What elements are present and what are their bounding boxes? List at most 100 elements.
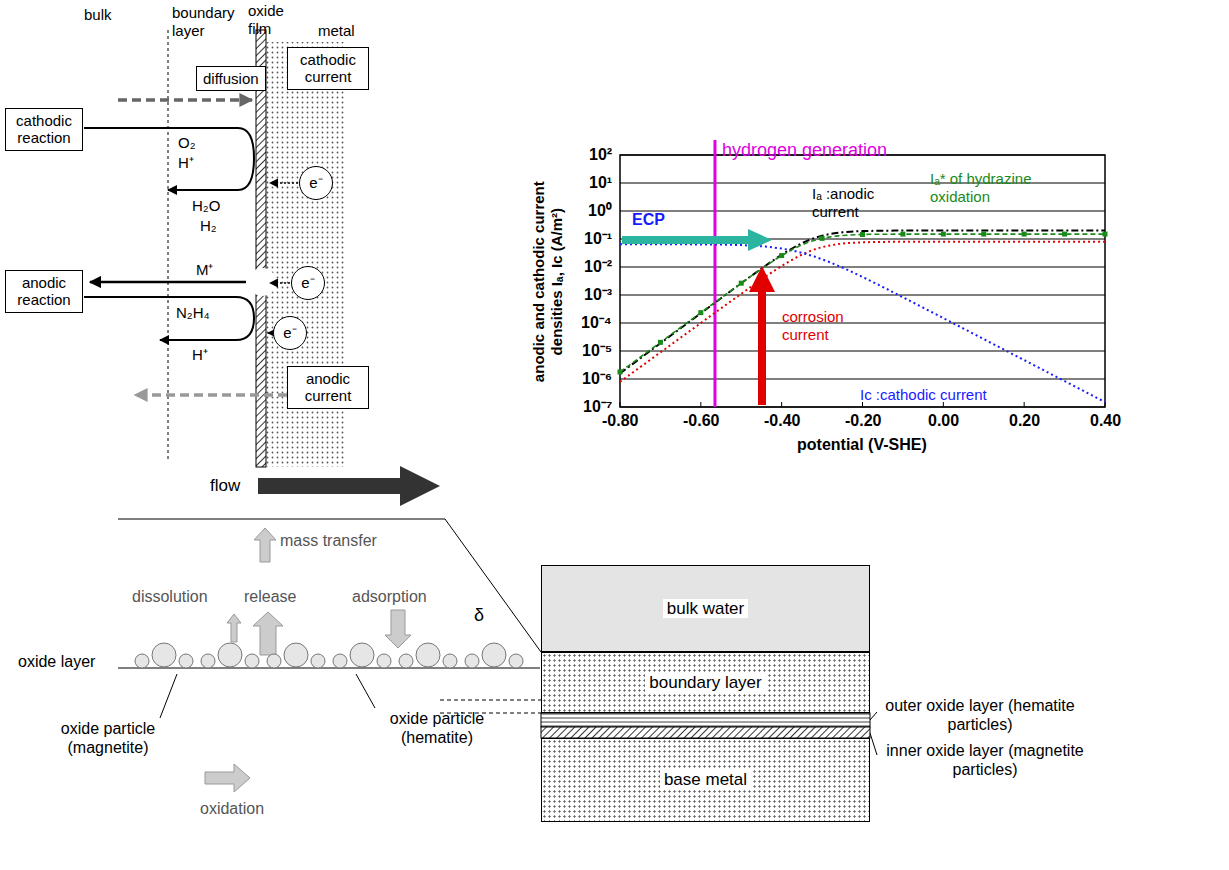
node-text: anodic current [305,370,352,404]
drawing-rect [779,253,784,258]
text-label: Iₐ :anodic current [812,185,910,220]
drawing-path [620,234,1105,372]
axis-tick-label: 10⁻³ [584,286,612,305]
drawing-rect [860,232,865,237]
drawing-circle [399,654,413,668]
layer-band: bulk water [541,565,870,652]
text-label: oxide particle (hematite) [362,710,512,748]
drawing-polygon [227,614,241,642]
drawing-line [713,140,716,407]
drawing-rect [1103,232,1108,237]
node-text: cathodic current [300,51,356,85]
drawing-rect [256,30,266,467]
drawing-circle [245,654,259,668]
drawing-circle [416,643,440,667]
text-label: bulk [84,6,112,24]
label-box: anodic current [287,366,369,409]
drawing-line [620,211,1105,212]
text-label: corrosion current [782,308,872,343]
drawing-rect [981,232,986,237]
axis-tick-label: -0.80 [602,412,638,431]
drawing-path [84,128,254,190]
text-label: Ic :cathodic current [860,386,987,404]
drawing-rect [739,281,744,286]
drawing-line [118,98,252,102]
drawing-line [620,295,1105,296]
axis-tick-label: potential (V-SHE) [797,436,927,455]
axis-tick-label: -0.20 [845,412,881,431]
text-label: oxide film [248,2,300,37]
drawing-rect [618,370,623,375]
drawing-rect [541,713,870,727]
text-label: adsorption [352,588,427,607]
drawing-line [440,700,541,701]
drawing-circle [284,643,308,667]
text-label: ECP [632,211,665,230]
electron-circle: e⁻ [291,266,325,300]
drawing-circle [465,654,479,668]
axis-tick-label: 10¹ [589,174,612,193]
drawing-polygon [253,612,283,655]
drawing-circle [443,654,457,668]
drawing-line [356,674,375,708]
drawing-line [620,183,1105,184]
text-label: metal [318,22,355,40]
drawing-polygon [258,466,440,506]
axis-tick-label: 10⁻⁶ [582,370,612,389]
node-text: diffusion [203,70,259,87]
text-label: O₂ [178,134,196,152]
drawing-path [620,231,1105,374]
drawing-polygon [385,610,411,648]
text-label: oxidation [200,800,264,819]
axis-tick-label: 10⁻² [584,258,612,277]
drawing-g [135,140,1108,792]
drawing-line [620,379,1105,380]
drawing-circle [377,654,391,668]
axis-tick-label: 10² [589,146,612,165]
drawing-path [620,242,1105,382]
drawing-line [270,182,298,183]
drawing-circle [248,268,276,296]
drawing-circle [267,654,281,668]
drawing-line [168,30,169,462]
text-label: anodic and cathodic current densities Iₐ… [530,152,565,412]
text-label: release [244,588,296,607]
axis-tick-label: 10⁰ [588,202,612,221]
axis-tick-label: -0.60 [683,412,719,431]
drawing-line [90,281,246,284]
text-label: H⁺ [192,346,208,364]
axis-tick-label: 0.20 [1009,412,1040,431]
drawing-polygon [254,528,276,562]
axis-tick-label: 10⁻⁴ [581,314,612,333]
node-text: e⁻ [283,324,296,341]
text-label: H₂O [192,197,220,215]
drawing-circle [201,654,215,668]
drawing-line [781,402,782,407]
text-label: flow [210,476,240,496]
text-label: inner oxide layer (magnetite particles) [880,742,1090,780]
drawing-rect [620,155,1105,407]
drawing-circle [135,654,149,668]
axis-tick-label: 10⁻¹ [584,230,612,249]
text-label: M⁺ [196,261,214,279]
drawing-rect [1022,232,1027,237]
drawing-rect [900,232,905,237]
drawing-line [118,667,540,668]
text-label: H₂ [200,217,217,235]
drawing-polyline [118,519,541,652]
drawing-line [1024,402,1025,407]
drawing-rect [1062,232,1067,237]
text-label: H⁺ [178,154,194,172]
label-box: cathodic current [287,47,369,90]
electron-circle: e⁻ [299,166,333,200]
axis-tick-label: 10⁻⁵ [582,342,612,361]
node-text: e⁻ [301,274,314,291]
node-text: cathodic reaction [16,112,72,146]
layer-band: boundary layer [541,652,870,713]
drawing-rect [941,232,946,237]
node-text: e⁻ [309,174,322,191]
label-box: anodic reaction [5,270,83,313]
drawing-line [620,402,621,407]
drawing-line [270,282,290,283]
drawing-path [84,297,254,340]
